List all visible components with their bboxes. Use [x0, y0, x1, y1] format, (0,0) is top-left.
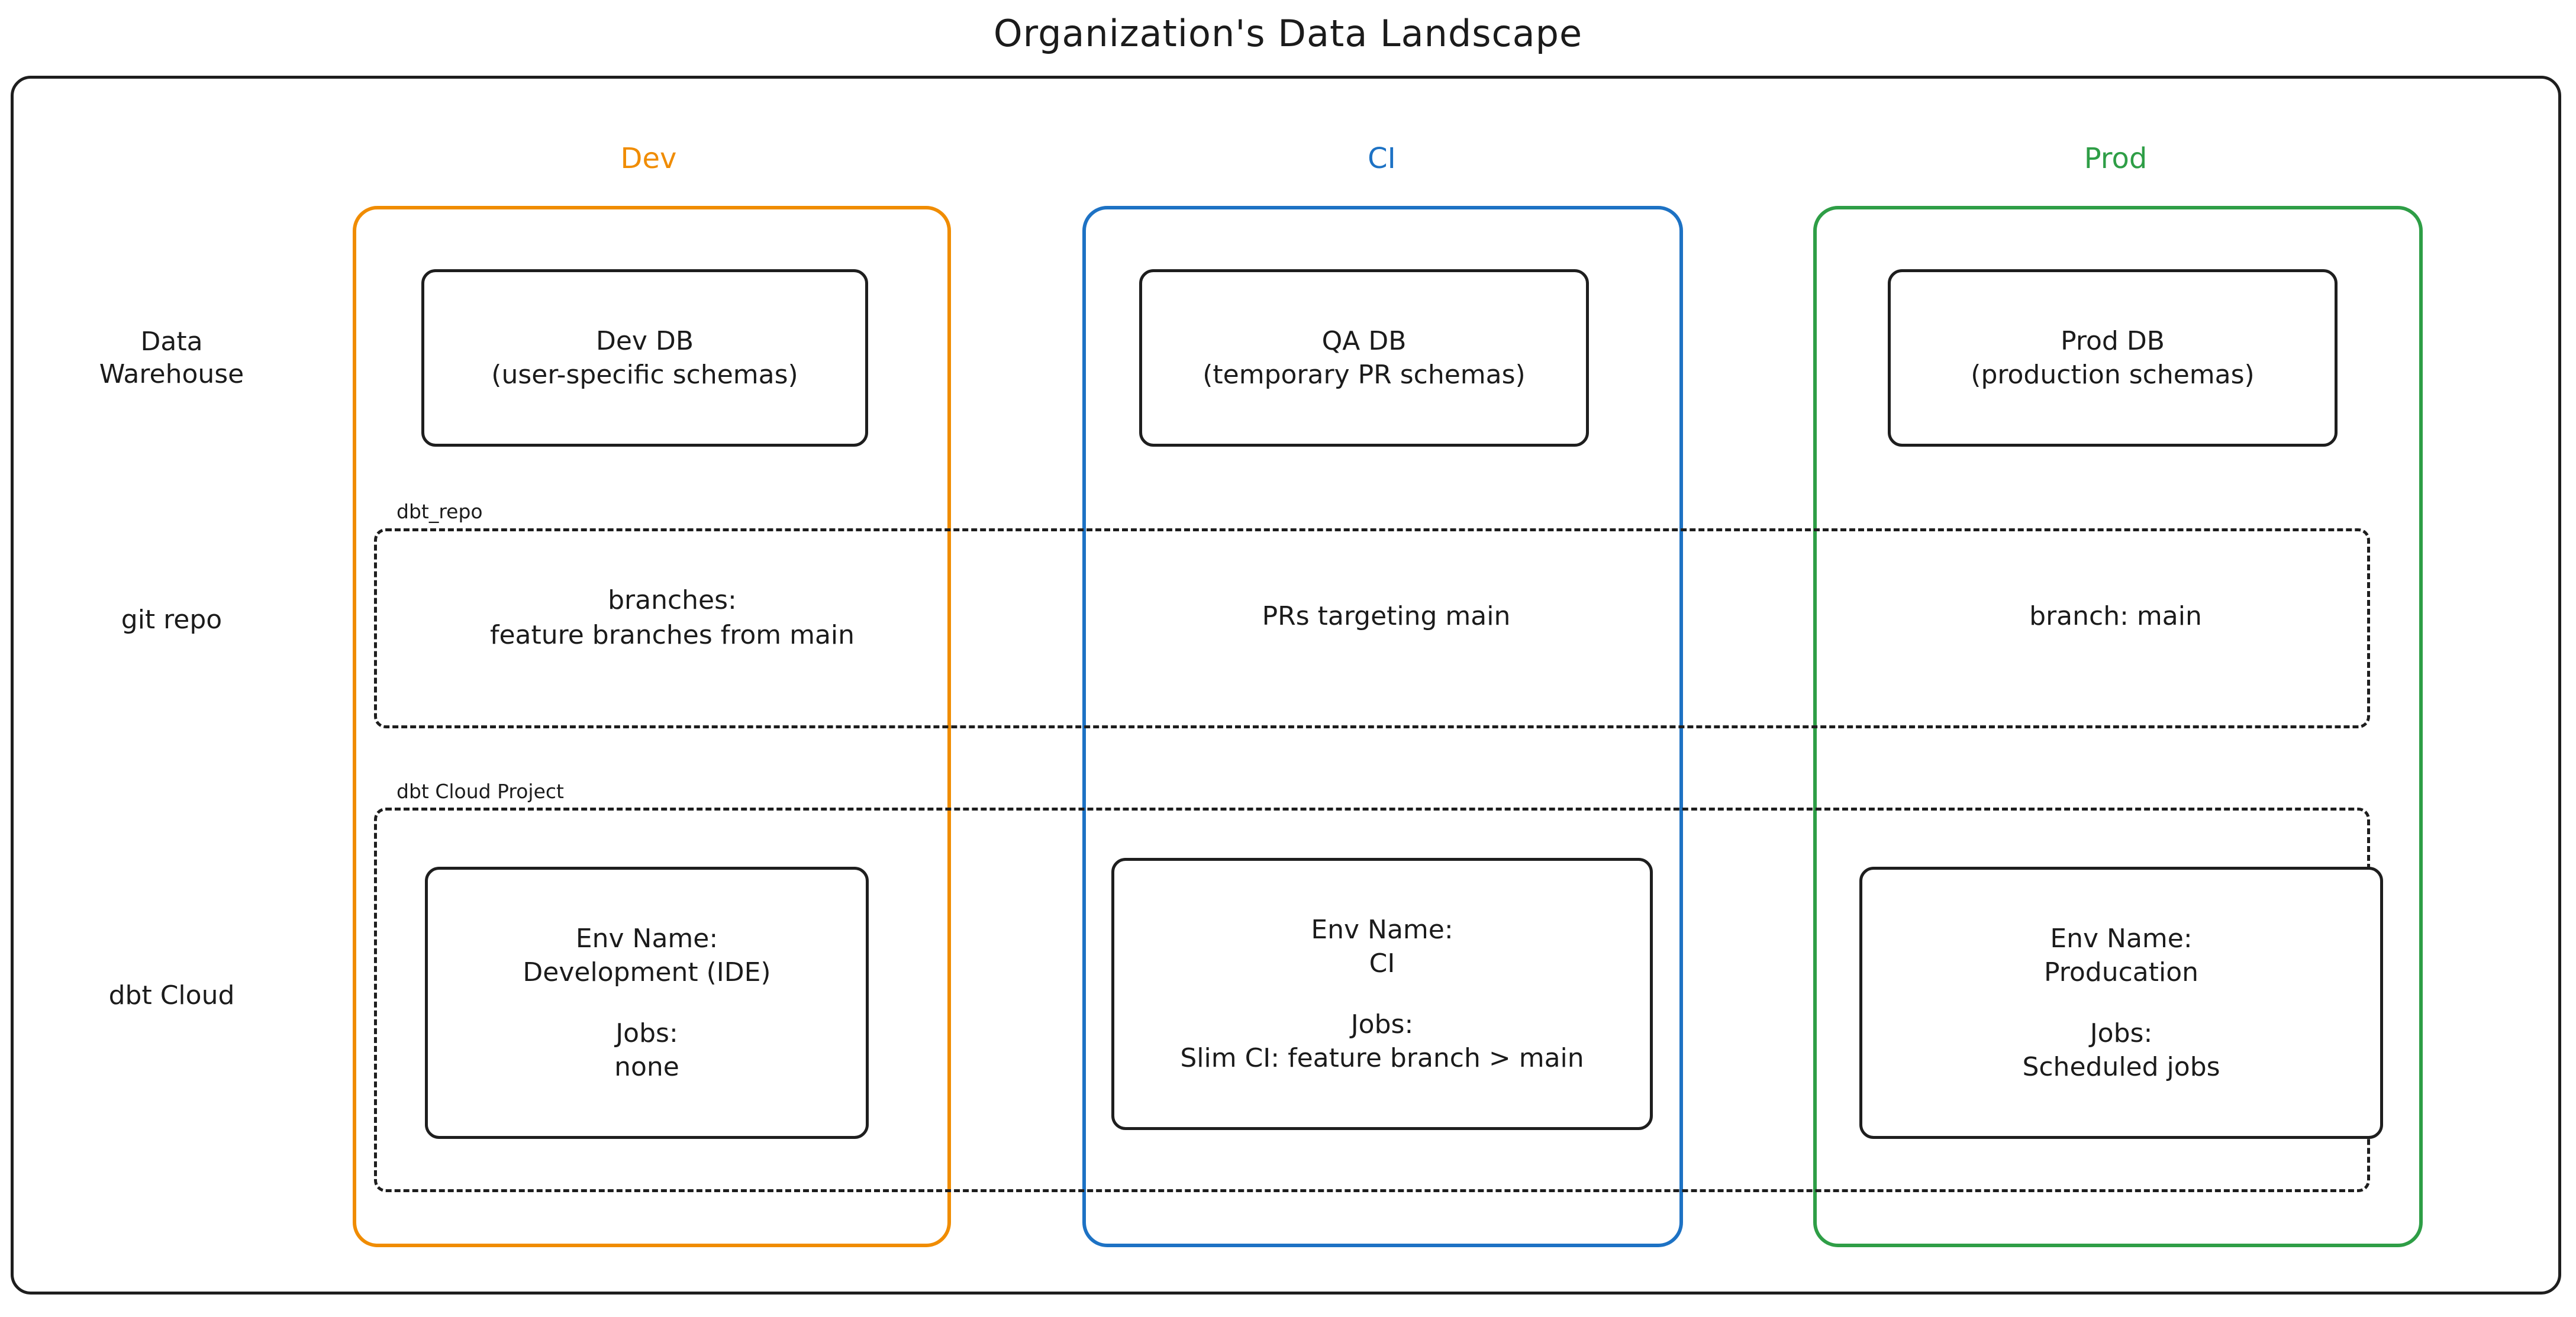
row-label-data-warehouse: Data Warehouse — [36, 325, 308, 390]
node-dev-db[interactable]: Dev DB (user-specific schemas) — [421, 269, 868, 447]
group-dbt-cloud-project-label: dbt Cloud Project — [391, 780, 570, 803]
column-header-prod: Prod — [2084, 142, 2148, 175]
node-prod-git-branch: branch: main — [2029, 601, 2202, 631]
column-header-dev: Dev — [620, 142, 677, 175]
node-dev-db-title: Dev DB — [595, 325, 694, 356]
node-prod-db[interactable]: Prod DB (production schemas) — [1888, 269, 2338, 447]
node-prod-env-name-label: Env Name: — [2050, 923, 2193, 954]
node-qa-db-title: QA DB — [1321, 325, 1407, 356]
node-prod-jobs-value: Scheduled jobs — [2022, 1052, 2220, 1083]
group-dbt-repo — [374, 528, 2370, 728]
node-ci-jobs-label: Jobs: — [1350, 1009, 1414, 1040]
node-ci-env-name-value: CI — [1369, 948, 1395, 979]
node-prod-jobs-label: Jobs: — [2090, 1018, 2153, 1048]
node-ci-git-prs: PRs targeting main — [1262, 601, 1511, 631]
node-qa-db[interactable]: QA DB (temporary PR schemas) — [1139, 269, 1589, 447]
node-dev-git-branches: branches: feature branches from main — [376, 583, 968, 653]
column-header-ci: CI — [1368, 142, 1396, 175]
node-prod-db-subtitle: (production schemas) — [1971, 360, 2255, 390]
row-label-git-repo: git repo — [121, 605, 223, 635]
row-label-line-2: Warehouse — [99, 359, 244, 389]
row-label-dbt-cloud: dbt Cloud — [108, 980, 235, 1011]
node-ci-jobs-value: Slim CI: feature branch > main — [1180, 1043, 1584, 1074]
node-dev-db-subtitle: (user-specific schemas) — [491, 360, 798, 390]
node-dev-dbt-environment[interactable]: Env Name: Development (IDE) Jobs: none — [425, 867, 869, 1139]
node-ci-dbt-environment[interactable]: Env Name: CI Jobs: Slim CI: feature bran… — [1111, 858, 1653, 1130]
row-label-line-1: Data — [140, 327, 203, 357]
node-dev-env-name-label: Env Name: — [575, 923, 718, 954]
node-dev-jobs-value: none — [614, 1052, 679, 1083]
node-prod-dbt-environment[interactable]: Env Name: Producation Jobs: Scheduled jo… — [1859, 867, 2383, 1139]
node-dev-git-line-2: feature branches from main — [489, 620, 855, 651]
node-dev-git-line-1: branches: — [608, 585, 737, 615]
node-prod-db-title: Prod DB — [2061, 325, 2165, 356]
node-prod-env-name-value: Producation — [2043, 957, 2199, 987]
node-ci-env-name-label: Env Name: — [1311, 914, 1453, 945]
node-dev-jobs-label: Jobs: — [615, 1018, 678, 1048]
node-dev-env-name-value: Development (IDE) — [523, 957, 771, 987]
page-title: Organization's Data Landscape — [993, 12, 1583, 55]
group-dbt-repo-label: dbt_repo — [391, 500, 489, 523]
node-qa-db-subtitle: (temporary PR schemas) — [1202, 360, 1526, 390]
